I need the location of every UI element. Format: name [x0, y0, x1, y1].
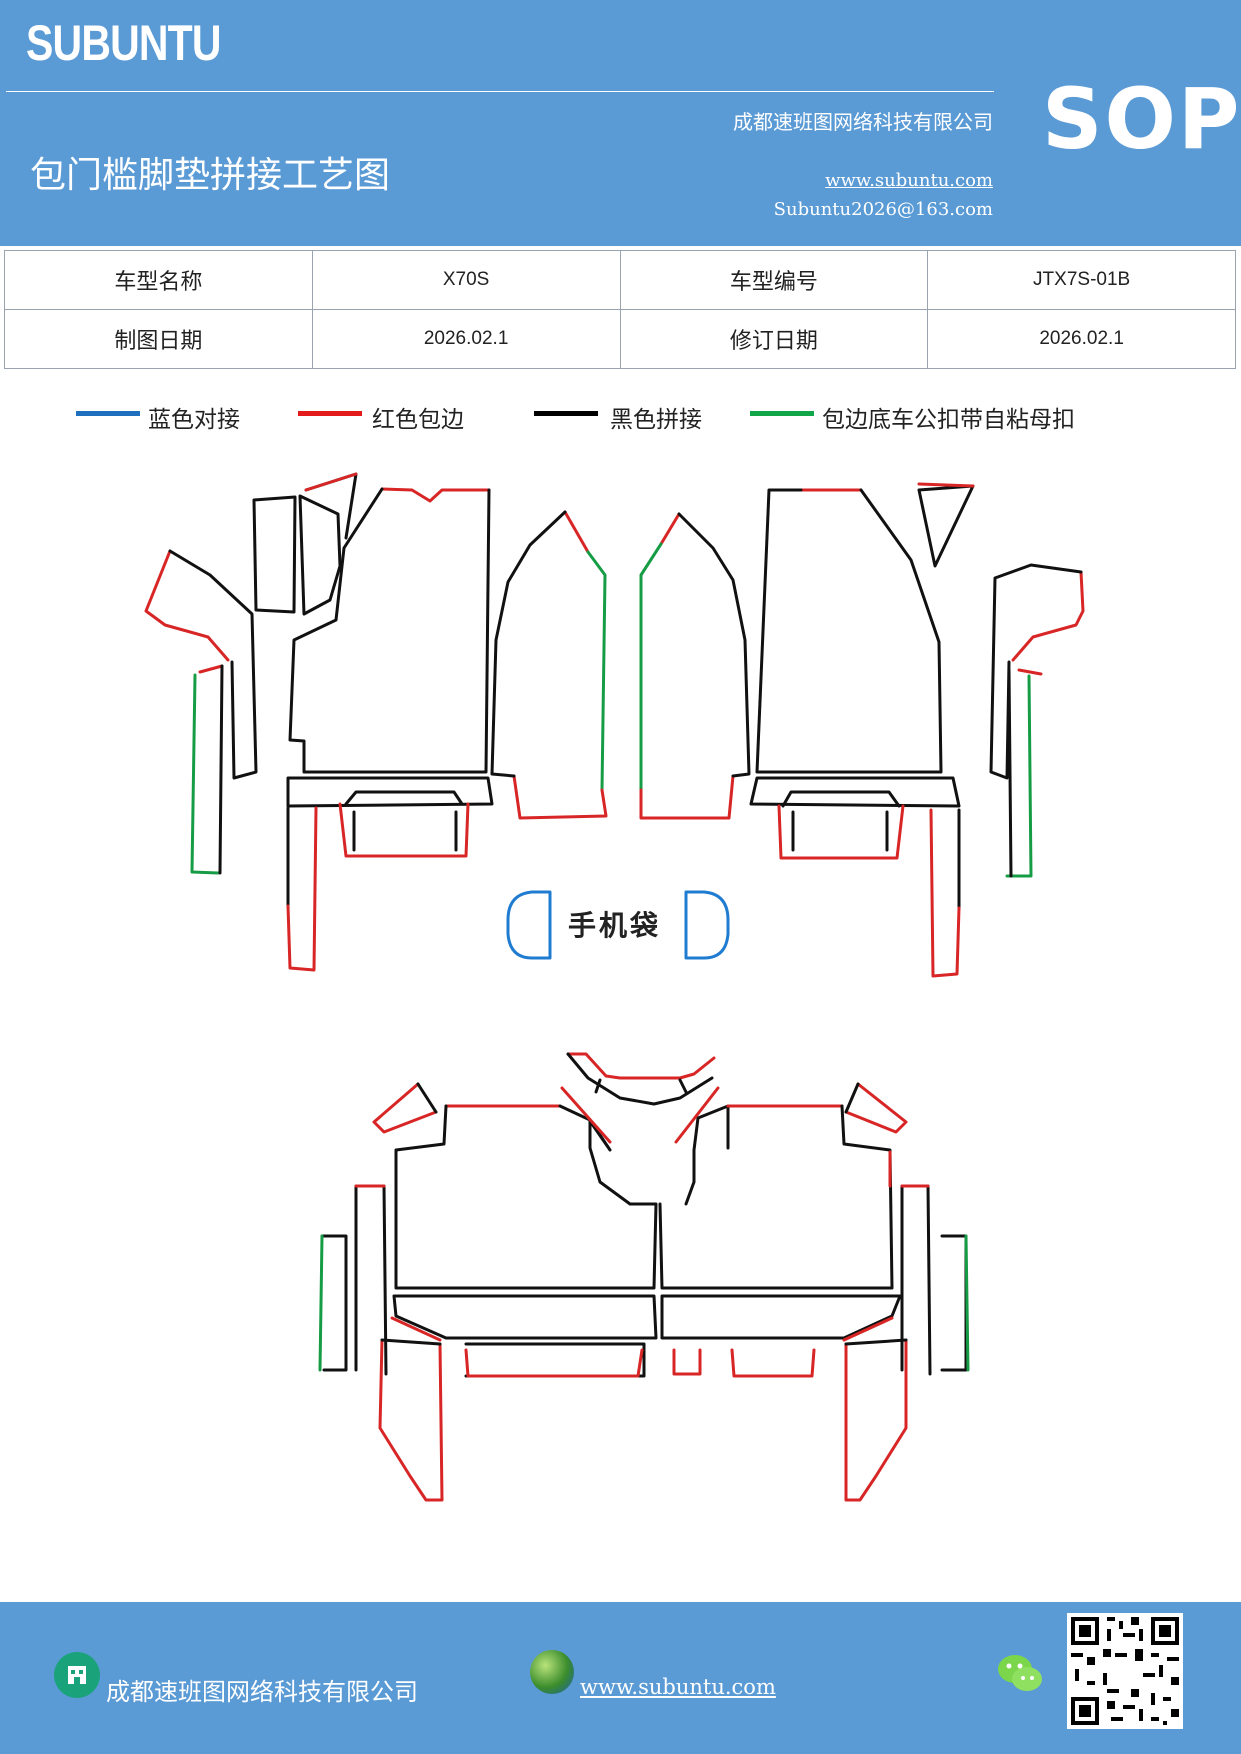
draw-date-value: 2026.02.1 — [311, 309, 621, 369]
rear-lower-left-strip — [464, 1342, 646, 1378]
rear-lower-left-band — [392, 1294, 658, 1340]
driver-box-black-top — [344, 790, 464, 806]
header-divider — [6, 91, 994, 92]
rear-lower-right-strip-red — [730, 1348, 816, 1378]
rear-right-outer-black — [940, 1234, 968, 1372]
legend-label-black: 黑色拼接 — [610, 407, 702, 433]
left-strip-green-edge — [190, 673, 220, 875]
phone-bag-left-blue-piece — [506, 890, 552, 960]
legend-label-green: 包边底车公扣带自粘母扣 — [822, 407, 1075, 433]
draw-date-label: 制图日期 — [4, 309, 313, 369]
brand-logo: SUBUNTU — [26, 15, 222, 71]
driver-mat-black-outline — [288, 487, 491, 774]
rear-right-wedge-black — [844, 1082, 860, 1114]
driver-mat-lower-strip — [286, 776, 494, 808]
rear-left-foot-red — [378, 1338, 444, 1502]
center-left-green-edge — [586, 550, 607, 792]
legend-label-red: 红色包边 — [372, 407, 464, 433]
left-curved-panel — [298, 494, 342, 616]
header-company-name: 成都速班图网络科技有限公司 — [733, 110, 993, 134]
rear-left-outer-green — [318, 1234, 324, 1372]
rear-hump-black-seam — [566, 1052, 714, 1106]
rear-mat-set — [318, 1052, 970, 1502]
rear-lower-right-band — [660, 1294, 902, 1340]
driver-mat-red-top — [380, 487, 491, 503]
table-row: 制图日期 2026.02.1 修订日期 2026.02.1 — [4, 309, 1236, 369]
rear-center-left-wedge — [560, 1086, 612, 1144]
rear-lower-left-strip-red — [464, 1348, 644, 1378]
left-strip-red-top — [198, 664, 224, 674]
globe-icon — [530, 1650, 574, 1694]
wechat-icon[interactable] — [996, 1652, 1044, 1696]
legend-swatch-green — [750, 411, 814, 416]
legend-swatch-black — [534, 411, 598, 416]
building-icon-glyph — [68, 1666, 86, 1684]
rear-left-wedge-black — [416, 1082, 438, 1114]
building-icon — [54, 1652, 100, 1698]
left-sill-red-edge — [144, 549, 230, 662]
revision-date-label: 修订日期 — [619, 309, 929, 369]
driver-box-black-seams — [352, 810, 458, 852]
legend-label-blue: 蓝色对接 — [148, 407, 240, 433]
floor-mat-pattern-diagram — [144, 472, 1085, 1502]
rear-right-wedge-red — [844, 1082, 908, 1134]
rear-center-small-tab — [672, 1348, 702, 1376]
model-code-value: JTX7S-01B — [927, 250, 1236, 310]
model-code-label: 车型编号 — [619, 250, 929, 310]
rear-hump-red-top — [566, 1052, 716, 1080]
footer-company-name: 成都速班图网络科技有限公司 — [106, 1678, 418, 1706]
model-name-value: X70S — [311, 250, 621, 310]
rear-left-side-black — [354, 1184, 388, 1376]
rear-right-foot-black — [844, 1338, 908, 1346]
driver-box-red-edge — [338, 802, 470, 858]
center-left-red-bottom — [512, 774, 608, 820]
center-left-black-seam — [490, 510, 567, 778]
rear-right-foot-red — [844, 1338, 908, 1502]
center-left-red-top — [563, 510, 590, 554]
left-lower-strip-red — [286, 806, 318, 972]
phone-bag-right-blue-piece — [684, 890, 730, 960]
left-wedge-black — [304, 472, 358, 540]
rear-left-outer-black — [320, 1234, 348, 1372]
model-name-label: 车型名称 — [4, 250, 313, 310]
left-sill-black-seam — [168, 549, 258, 780]
front-left-mat-set — [144, 472, 608, 972]
front-right-mat-set — [639, 482, 1085, 978]
header-email: Subuntu2026@163.com — [773, 199, 993, 220]
left-wedge-red-top — [304, 472, 358, 492]
rear-left-wedge-red — [372, 1082, 438, 1134]
legend-swatch-red — [298, 411, 362, 416]
left-small-panel — [252, 495, 297, 614]
rear-band-left-red — [390, 1316, 442, 1342]
rear-right-outer-green — [964, 1234, 970, 1372]
rear-left-main-black — [394, 1104, 658, 1290]
header-banner — [0, 0, 1241, 246]
sop-badge: SOP — [1042, 70, 1241, 168]
legend-swatch-blue — [76, 411, 140, 416]
footer-website-link[interactable]: www.subuntu.com — [580, 1675, 776, 1699]
document-title: 包门槛脚垫拼接工艺图 — [30, 155, 391, 196]
rear-right-inner-black — [684, 1104, 730, 1206]
info-table: 车型名称 X70S 车型编号 JTX7S-01B 制图日期 2026.02.1 … — [4, 250, 1236, 369]
table-row: 车型名称 X70S 车型编号 JTX7S-01B — [4, 250, 1236, 310]
header-website-link[interactable]: www.subuntu.com — [825, 170, 993, 191]
rear-left-notch — [588, 1118, 612, 1152]
rear-left-foot-black — [380, 1338, 442, 1346]
rear-band-right-red — [842, 1316, 894, 1342]
legend: 蓝色对接 红色包边 黑色拼接 包边底车公扣带自粘母扣 — [76, 400, 1176, 440]
rear-hump-black-ticks — [594, 1078, 688, 1094]
phone-bag-pieces — [506, 890, 730, 960]
qr-code[interactable] — [1067, 1613, 1183, 1729]
left-strip-black-seam — [218, 664, 224, 875]
revision-date-value: 2026.02.1 — [927, 309, 1236, 369]
rear-right-main-black — [658, 1104, 894, 1290]
phone-bag-label: 手机袋 — [568, 909, 662, 942]
rear-center-right-wedge — [674, 1086, 720, 1144]
